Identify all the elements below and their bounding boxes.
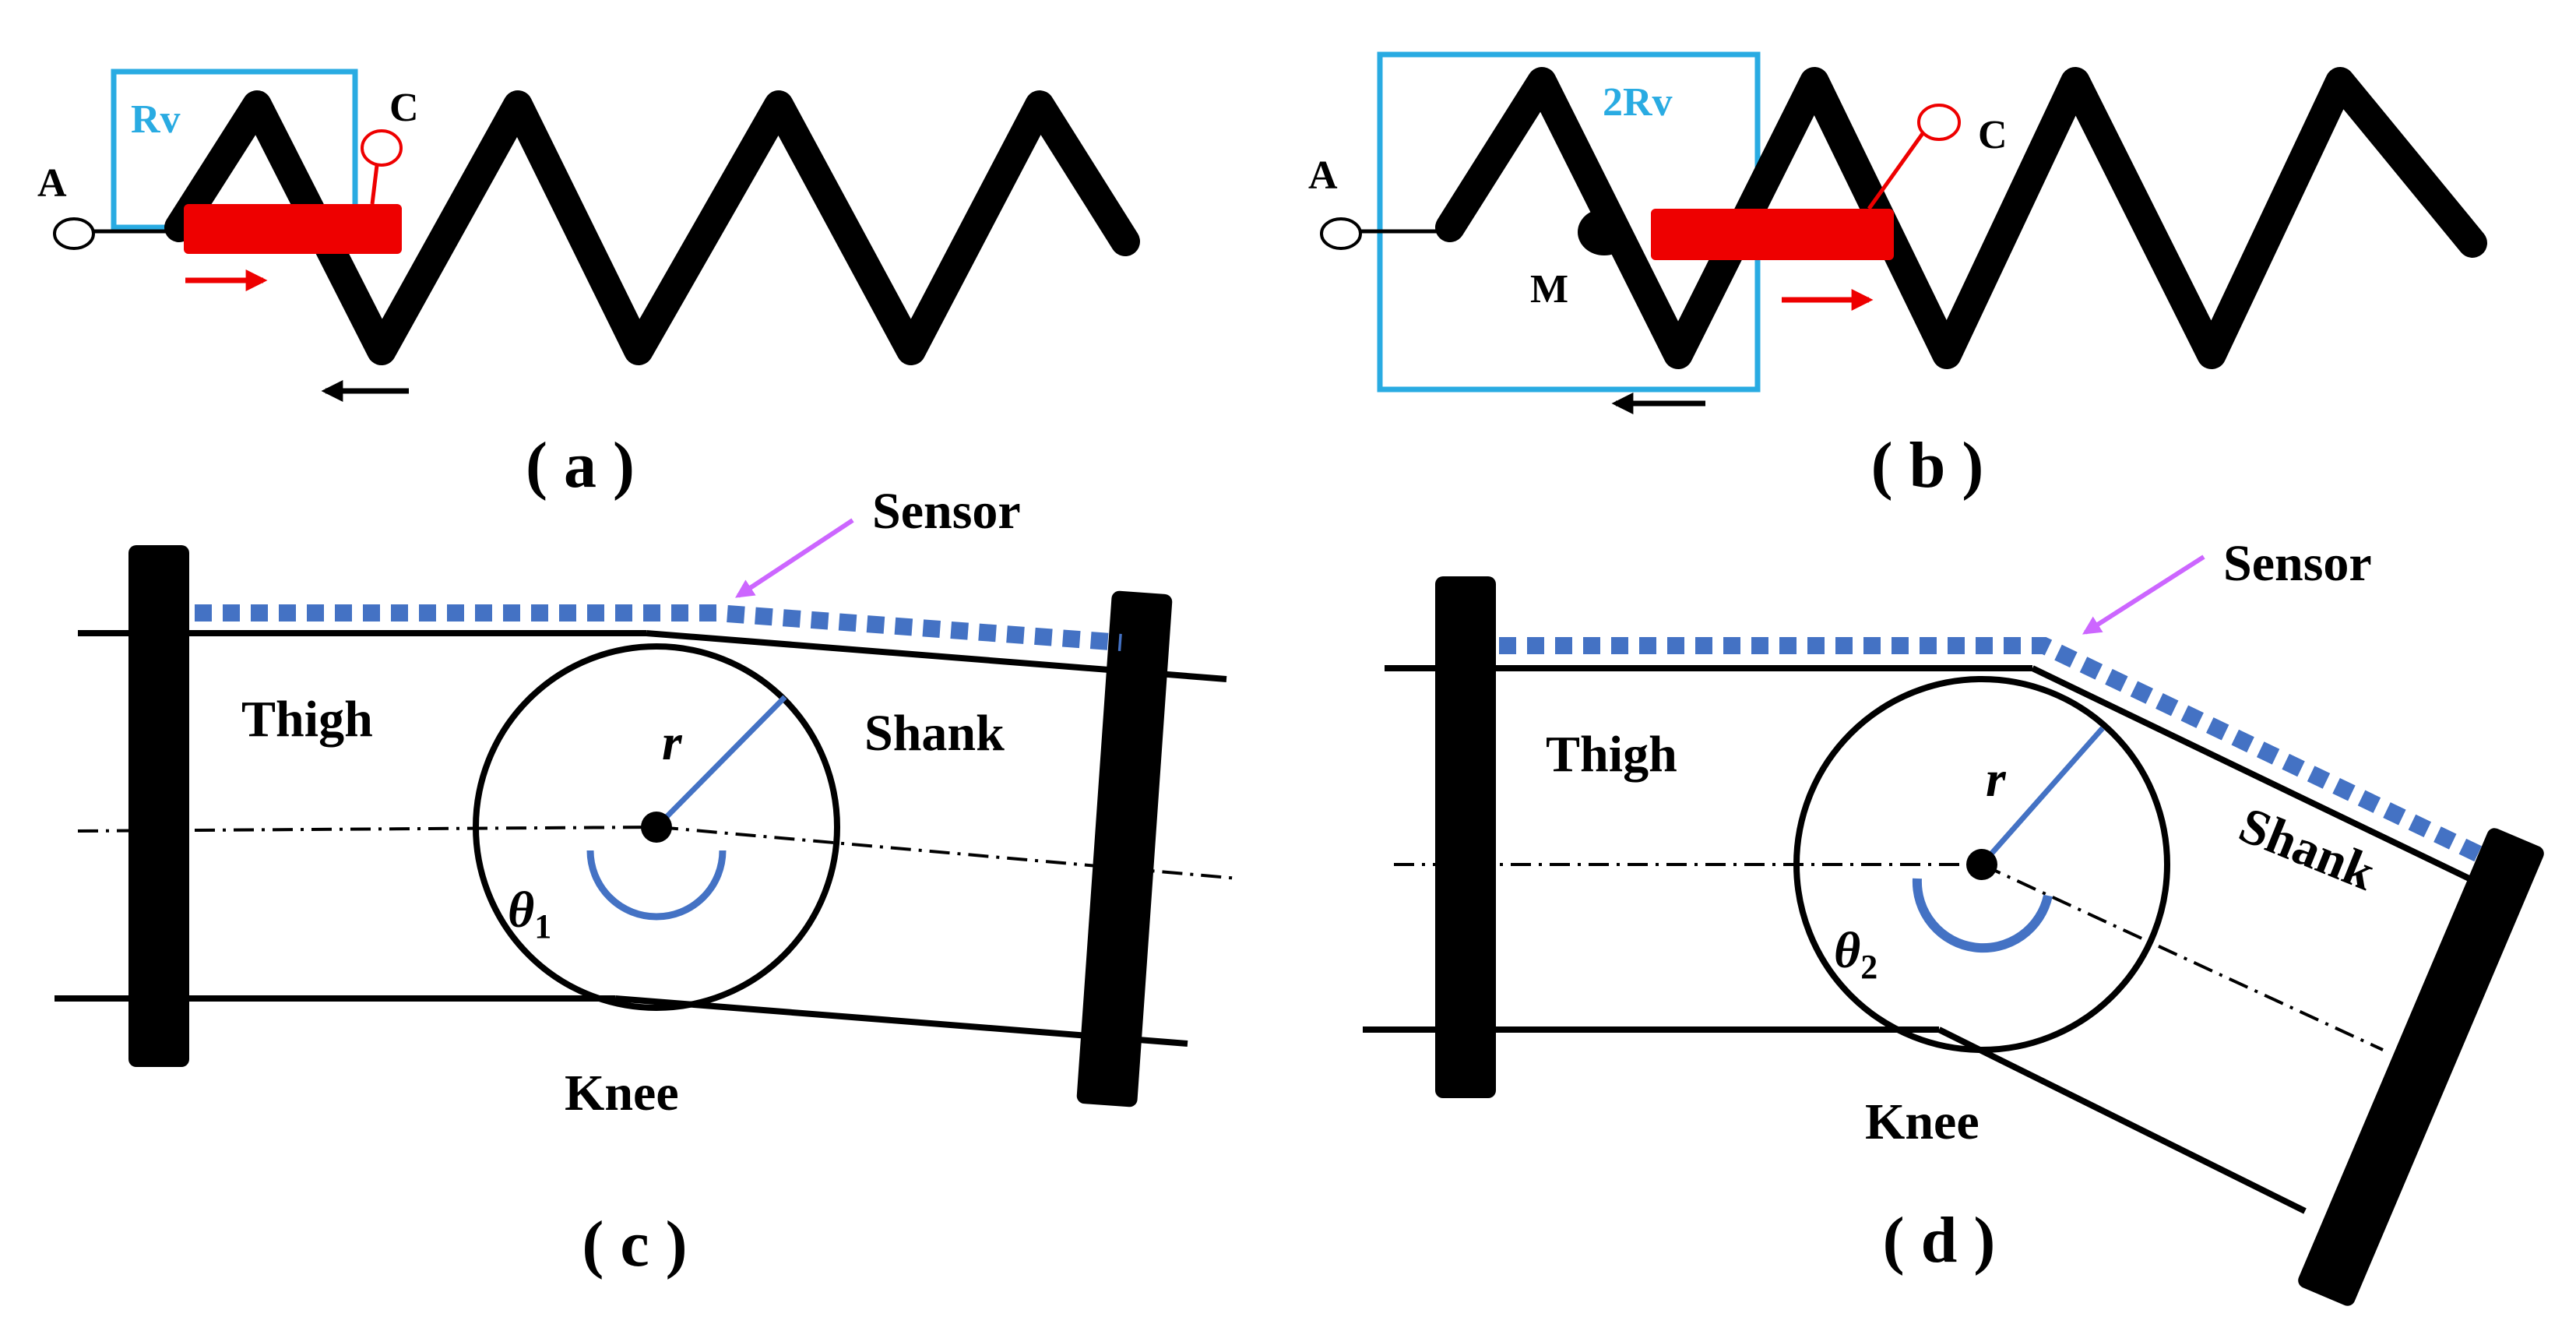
terminal-c: [361, 129, 403, 167]
terminal-a: [53, 217, 95, 250]
knee-label: Knee: [565, 1065, 679, 1122]
knee-center: [641, 812, 672, 843]
caption-b: ( b ): [1871, 429, 1984, 502]
slider: [184, 204, 402, 254]
radius-line: [1980, 726, 2105, 867]
angle-label: θ2: [1834, 922, 1877, 986]
rv2-box-label: 2Rv: [1603, 80, 1673, 125]
wiper-lead: [1867, 131, 1926, 210]
radius-label: r: [1986, 751, 2007, 808]
label-c: C: [389, 86, 419, 130]
sensor-arrow: [734, 518, 854, 598]
sensor-strip: [1499, 637, 2488, 864]
shank-top-edge: [2031, 665, 2474, 883]
caption-d: ( d ): [1883, 1204, 1996, 1276]
sensor-label: Sensor: [2223, 535, 2372, 592]
label-c: C: [1978, 113, 2008, 157]
wiper-lead: [370, 164, 379, 205]
angle-label: θ1: [508, 882, 551, 945]
sensor-label: Sensor: [872, 483, 1021, 540]
angle-arc: [1912, 878, 2053, 953]
thigh-strap: [128, 545, 189, 1067]
caption-c: ( c ): [582, 1208, 687, 1280]
shank-bottom-edge: [1937, 1026, 2307, 1214]
rv-box-label: Rv: [131, 97, 181, 142]
panel-a: Rv A C ( a ): [37, 69, 1140, 502]
zigzag-resistor: [1435, 67, 2487, 369]
shank-label: Shank: [2232, 796, 2383, 901]
label-a: A: [37, 161, 67, 206]
terminal-c: [1917, 104, 1961, 141]
shank-label: Shank: [864, 705, 1005, 762]
angle-arc: [586, 850, 727, 921]
caption-a: ( a ): [526, 429, 635, 502]
label-a: A: [1308, 153, 1338, 198]
limb-axis-shank: [1981, 863, 2384, 1051]
radius-line: [654, 695, 787, 829]
knee-center: [1966, 849, 1997, 880]
thigh-label: Thigh: [1546, 726, 1677, 783]
panel-c: Sensor Thigh Shank Knee r θ1 ( c ): [55, 483, 1239, 1280]
shank-strap: [1076, 590, 1173, 1107]
thigh-strap: [1435, 576, 1496, 1098]
angle-symbol: θ: [1834, 922, 1860, 979]
radius-label: r: [662, 714, 683, 771]
slider: [1651, 209, 1894, 260]
terminal-a: [1320, 217, 1362, 250]
angle-subscript: 1: [534, 907, 551, 945]
thigh-label: Thigh: [241, 691, 373, 748]
panel-b: 2Rv A M C ( b ): [1308, 51, 2487, 502]
sensor-arrow: [2082, 555, 2205, 635]
angle-symbol: θ: [508, 882, 534, 938]
panel-d: Sensor Thigh Shank Knee r θ2 ( d ): [1363, 535, 2544, 1306]
knee-joint-circle: [1793, 676, 2170, 1053]
sensor-strip: [195, 604, 1122, 651]
midpoint-m: [1578, 209, 1631, 255]
knee-joint-circle: [473, 643, 840, 1011]
knee-label: Knee: [1865, 1093, 1980, 1150]
angle-subscript: 2: [1860, 948, 1877, 986]
zigzag-resistor: [164, 90, 1140, 365]
shank-strap: [2298, 828, 2544, 1306]
label-m: M: [1530, 267, 1568, 312]
